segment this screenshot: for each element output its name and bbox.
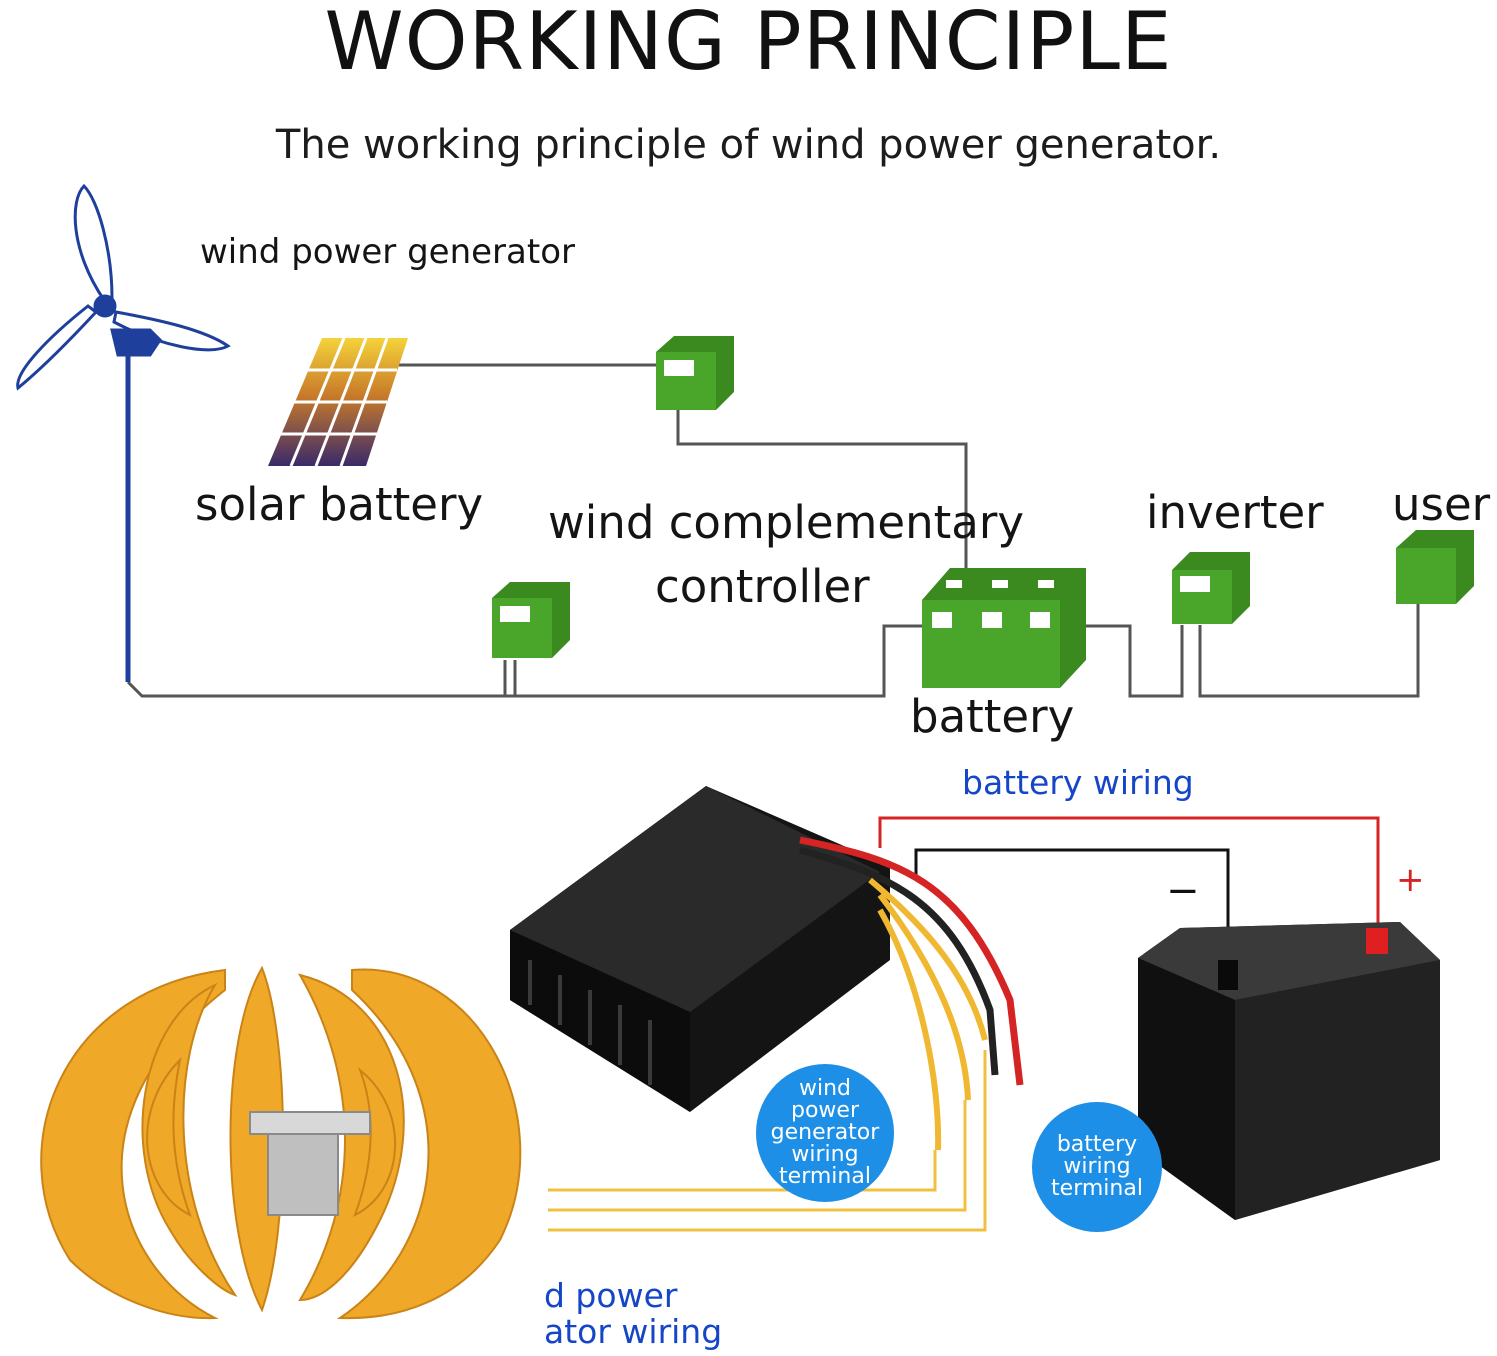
badge-line: battery bbox=[1056, 1132, 1138, 1157]
controller-module-icon bbox=[510, 786, 1024, 1151]
badge-line: terminal bbox=[779, 1164, 871, 1189]
user-box-icon bbox=[1396, 530, 1474, 604]
page-subtitle: The working principle of wind power gene… bbox=[275, 122, 1222, 168]
generator-terminal-badge: wind power generator wiring terminal bbox=[756, 1064, 894, 1202]
controller-label-line2: controller bbox=[655, 560, 870, 613]
inverter-box-icon bbox=[1172, 552, 1250, 624]
charge-controller-box-icon bbox=[492, 582, 570, 658]
badge-line: terminal bbox=[1051, 1176, 1143, 1201]
badge-line: wiring bbox=[791, 1142, 859, 1167]
inverter-label: inverter bbox=[1146, 486, 1324, 539]
page-title: WORKING PRINCIPLE bbox=[324, 0, 1173, 88]
wind-generator-label: wind power generator bbox=[200, 232, 575, 272]
badge-line: wiring bbox=[1063, 1154, 1131, 1179]
badge-line: power bbox=[791, 1098, 859, 1123]
generator-wiring-lines bbox=[548, 1050, 987, 1232]
battery-terminal-badge: battery wiring terminal bbox=[1032, 1102, 1162, 1232]
generator-wiring-label-line2: ator wiring bbox=[544, 1312, 723, 1351]
user-label: user bbox=[1392, 478, 1491, 531]
connection-lines bbox=[126, 363, 1420, 698]
controller-box-icon bbox=[656, 336, 734, 410]
plus-sign: + bbox=[1396, 860, 1425, 900]
badge-line: wind bbox=[798, 1076, 851, 1101]
battery-box-icon bbox=[922, 568, 1086, 688]
minus-sign: − bbox=[1166, 868, 1200, 914]
battery-wiring-label: battery wiring bbox=[962, 763, 1194, 802]
wind-turbine-icon bbox=[16, 183, 231, 682]
battery-label: battery bbox=[910, 690, 1075, 743]
generator-wiring-label-line1: d power bbox=[544, 1276, 678, 1315]
battery-wiring-lines bbox=[878, 816, 1380, 936]
badge-line: generator bbox=[770, 1120, 880, 1145]
lead-acid-battery-icon bbox=[1138, 922, 1440, 1220]
lantern-wind-rotor-icon bbox=[40, 965, 522, 1320]
controller-label-line1: wind complementary bbox=[548, 496, 1024, 549]
solar-battery-label: solar battery bbox=[195, 478, 484, 531]
solar-panel-icon bbox=[268, 337, 408, 467]
